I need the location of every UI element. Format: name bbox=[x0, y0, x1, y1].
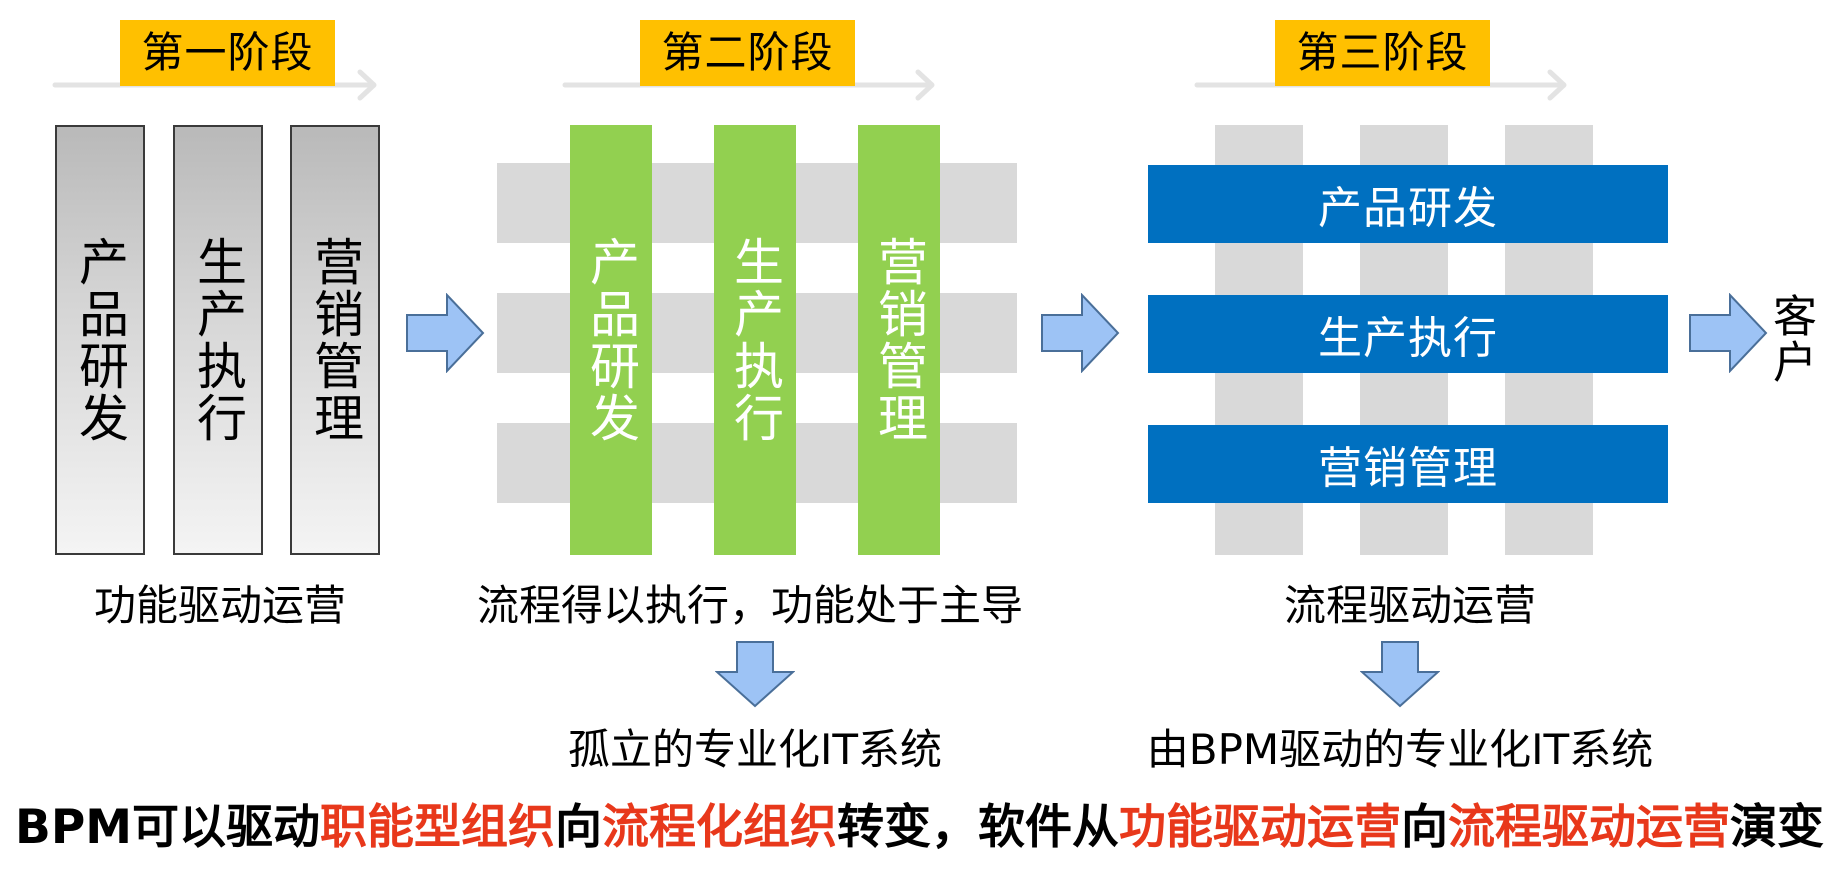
conclusion-part: 转变，软件从 bbox=[837, 800, 1120, 855]
column-label: 生产执行 bbox=[726, 236, 784, 444]
column-label: 营销管理 bbox=[306, 236, 364, 444]
stage-1-column-marketing: 营销管理 bbox=[290, 125, 380, 555]
stage-1-caption: 功能驱动运营 bbox=[93, 581, 346, 630]
stage-2-column-marketing: 营销管理 bbox=[858, 125, 940, 555]
conclusion-part: BPM可以驱动 bbox=[15, 800, 321, 855]
conclusion-part: 向 bbox=[555, 800, 603, 855]
column-label: 产品研发 bbox=[582, 236, 640, 444]
conclusion-part: 向 bbox=[1401, 800, 1449, 855]
stage-2-caption: 流程得以执行，功能处于主导 bbox=[476, 581, 1023, 630]
down-arrow-icon bbox=[715, 641, 795, 708]
stage-3-result: 由BPM驱动的专业化IT系统 bbox=[1146, 725, 1654, 774]
conclusion-part: 演变 bbox=[1730, 800, 1825, 855]
stage-2-column-product-rd: 产品研发 bbox=[570, 125, 652, 555]
stage-3-row-production: 生产执行 bbox=[1148, 295, 1668, 373]
conclusion-highlight: 功能驱动运营 bbox=[1119, 800, 1402, 855]
stage-1-column-product-rd: 产品研发 bbox=[55, 125, 145, 555]
conclusion-statement: BPM可以驱动职能型组织向流程化组织转变，软件从功能驱动运营向流程驱动运营演变 bbox=[15, 788, 1824, 857]
right-arrow-icon bbox=[1041, 293, 1120, 373]
stage-2-result: 孤立的专业化IT系统 bbox=[567, 725, 943, 774]
stage-3-row-product-rd: 产品研发 bbox=[1148, 165, 1668, 243]
stage-1-column-production: 生产执行 bbox=[173, 125, 263, 555]
stage-3-row-marketing: 营销管理 bbox=[1148, 425, 1668, 503]
conclusion-highlight: 流程驱动运营 bbox=[1448, 800, 1731, 855]
column-label: 营销管理 bbox=[870, 236, 928, 444]
stage-2-label: 第二阶段 bbox=[640, 20, 855, 86]
right-arrow-icon bbox=[1689, 293, 1768, 373]
stage-1-label: 第一阶段 bbox=[120, 20, 335, 86]
conclusion-highlight: 职能型组织 bbox=[320, 800, 556, 855]
stage-2-column-production: 生产执行 bbox=[714, 125, 796, 555]
conclusion-highlight: 流程化组织 bbox=[602, 800, 838, 855]
stage-3-caption: 流程驱动运营 bbox=[1283, 581, 1536, 630]
down-arrow-icon bbox=[1360, 641, 1440, 708]
column-label: 生产执行 bbox=[189, 236, 247, 444]
customer-label: 客户 bbox=[1765, 293, 1816, 385]
column-label: 产品研发 bbox=[71, 236, 129, 444]
right-arrow-icon bbox=[406, 293, 485, 373]
stage-3-label: 第三阶段 bbox=[1275, 20, 1490, 86]
